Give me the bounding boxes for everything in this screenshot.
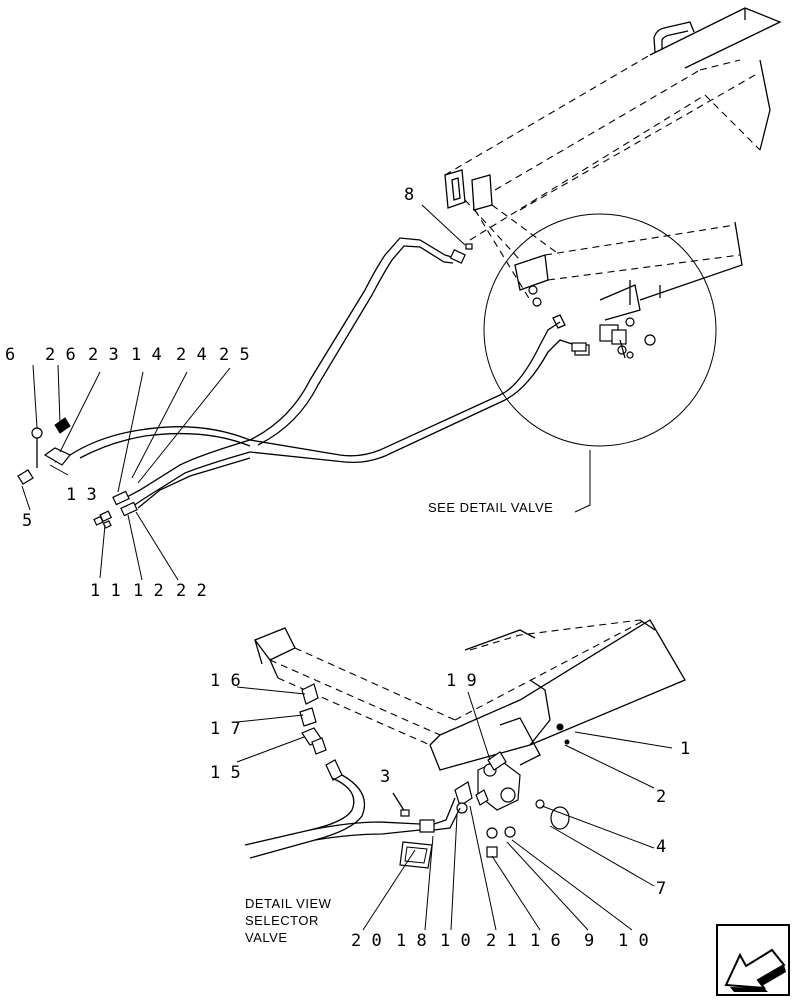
leaders-detail	[236, 686, 673, 931]
callout-17: 1 7	[210, 719, 241, 739]
callout-8: 8	[404, 185, 414, 205]
callout-10b: 1 0	[618, 931, 649, 951]
nav-arrow-button[interactable]	[716, 924, 790, 996]
top-boom-frame	[444, 7, 782, 321]
callout-21: 2 1	[486, 931, 517, 951]
callout-7: 7	[656, 879, 666, 899]
callout-4: 4	[656, 837, 666, 857]
callout-14: 1 4	[131, 345, 162, 365]
callout-1: 1	[680, 739, 690, 759]
callout-11: 1 1	[90, 581, 121, 601]
detail-caption-line-3: VALVE	[245, 930, 287, 945]
callout-25: 2 5	[219, 345, 250, 365]
callout-19: 1 9	[446, 671, 477, 691]
callout-26: 2 6	[45, 345, 76, 365]
callout-10a: 1 0	[440, 931, 471, 951]
callout-6: 6	[5, 345, 15, 365]
detail-valve-parts	[244, 683, 570, 869]
detail-caption-line-2: SELECTOR	[245, 913, 319, 928]
top-callouts: 8 6 2 6 2 3 1 4 2 4 2 5 1 3 5 1 1 1 2 2 …	[5, 185, 553, 601]
callout-23: 2 3	[88, 345, 119, 365]
arrow-icon	[724, 948, 786, 992]
callout-22: 2 2	[176, 581, 207, 601]
detail-circle	[483, 213, 717, 447]
see-detail-valve-label: SEE DETAIL VALVE	[428, 500, 553, 515]
callout-16b: 1 6	[530, 931, 561, 951]
callout-24: 2 4	[176, 345, 207, 365]
callout-5: 5	[22, 511, 32, 531]
callout-18: 1 8	[396, 931, 427, 951]
callout-2: 2	[656, 787, 666, 807]
callout-20: 2 0	[351, 931, 382, 951]
callout-16: 1 6	[210, 671, 241, 691]
callout-13: 1 3	[66, 485, 97, 505]
callout-3: 3	[380, 767, 390, 787]
leaders-top	[21, 204, 591, 581]
callout-9: 9	[584, 931, 594, 951]
callout-12: 1 2	[133, 581, 164, 601]
detail-caption-line-1: DETAIL VIEW	[245, 896, 332, 911]
callout-15: 1 5	[210, 763, 241, 783]
detail-callouts: 1 6 1 7 1 5 1 9 1 2 3 4 7 2 0 1 8 1 0 2 …	[210, 671, 690, 951]
hose-lines-top	[17, 237, 587, 529]
circle-valve-parts	[528, 285, 656, 359]
